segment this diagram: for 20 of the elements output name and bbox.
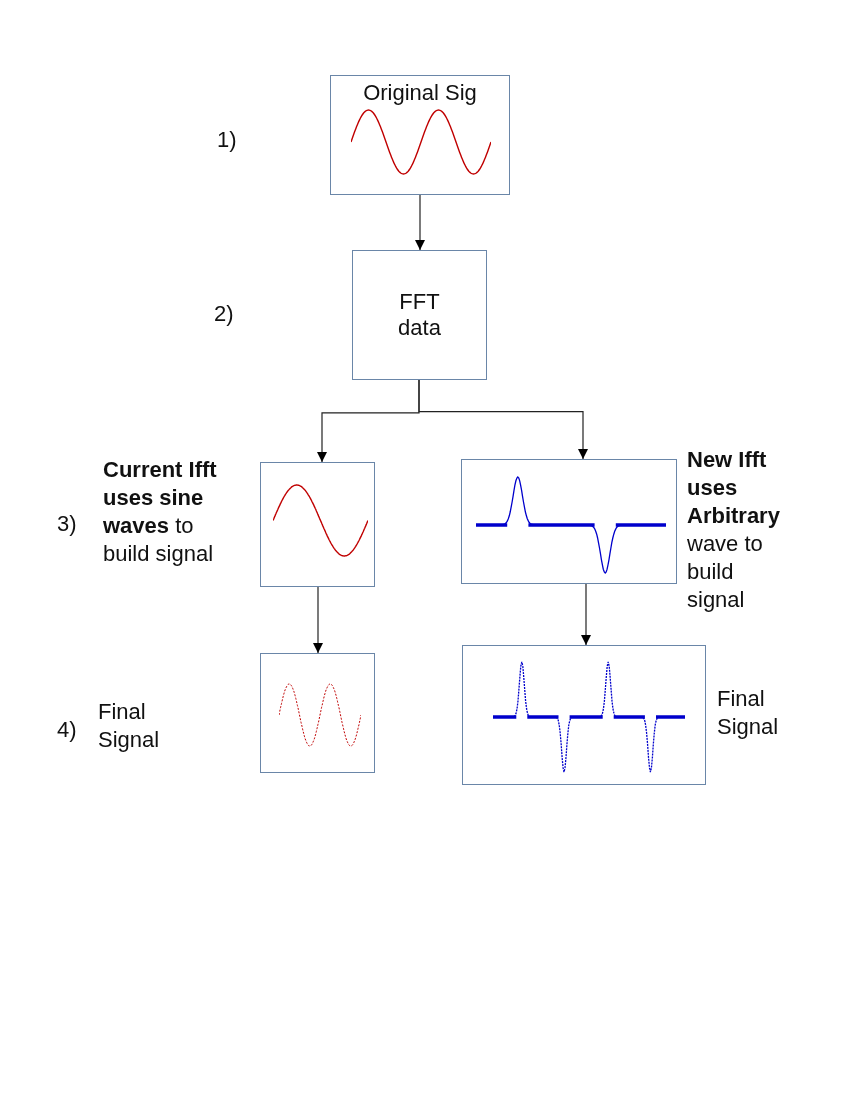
step-number: 3) bbox=[57, 510, 77, 538]
process-box bbox=[330, 75, 510, 195]
annotation-text: Final Signal bbox=[717, 685, 780, 741]
annotation-text: Current Ifft uses sine waves to build signal bbox=[103, 456, 218, 568]
process-box bbox=[352, 250, 487, 380]
step-number: 1) bbox=[217, 126, 237, 154]
step-number: Final Signal bbox=[98, 698, 161, 754]
step-number: 2) bbox=[214, 300, 234, 328]
arrow bbox=[415, 194, 425, 251]
waveform-box bbox=[462, 645, 706, 785]
annotation-text: New Ifft uses Arbitrary wave to build signal bbox=[687, 446, 781, 614]
waveform-box bbox=[260, 462, 375, 587]
waveform-box bbox=[260, 653, 375, 773]
arrow bbox=[418, 379, 588, 460]
arrow bbox=[581, 583, 591, 646]
step-number: 4) bbox=[57, 716, 77, 744]
box-label: FFT data bbox=[397, 289, 442, 341]
waveform-box bbox=[461, 459, 677, 584]
box-label: Original Sig bbox=[362, 80, 478, 106]
arrow bbox=[313, 586, 323, 654]
